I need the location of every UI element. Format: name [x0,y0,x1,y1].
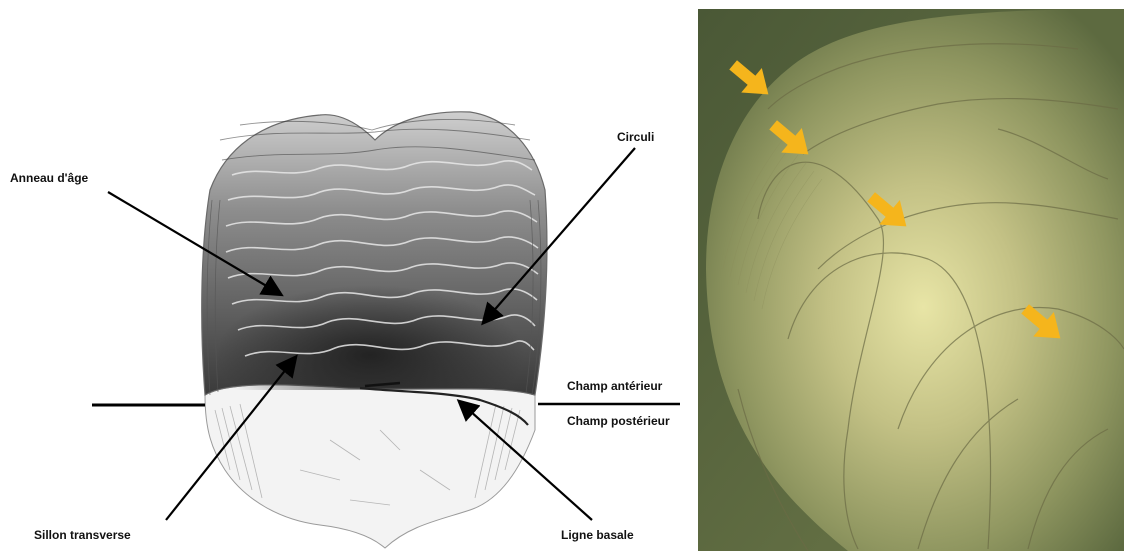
labelled-scale-diagram: Anneau d'âge Circuli Champ antérieur Cha… [0,0,700,551]
age-ring-label: Anneau d'âge [10,171,88,185]
micrograph-svg [698,9,1124,551]
anterior-field-label: Champ antérieur [567,379,662,393]
scale-illustration [0,0,700,551]
transverse-groove-label: Sillon transverse [34,528,131,542]
basal-line-label: Ligne basale [561,528,634,542]
posterior-field-label: Champ postérieur [567,414,670,428]
circuli-label: Circuli [617,130,654,144]
scale-micrograph [698,9,1124,551]
